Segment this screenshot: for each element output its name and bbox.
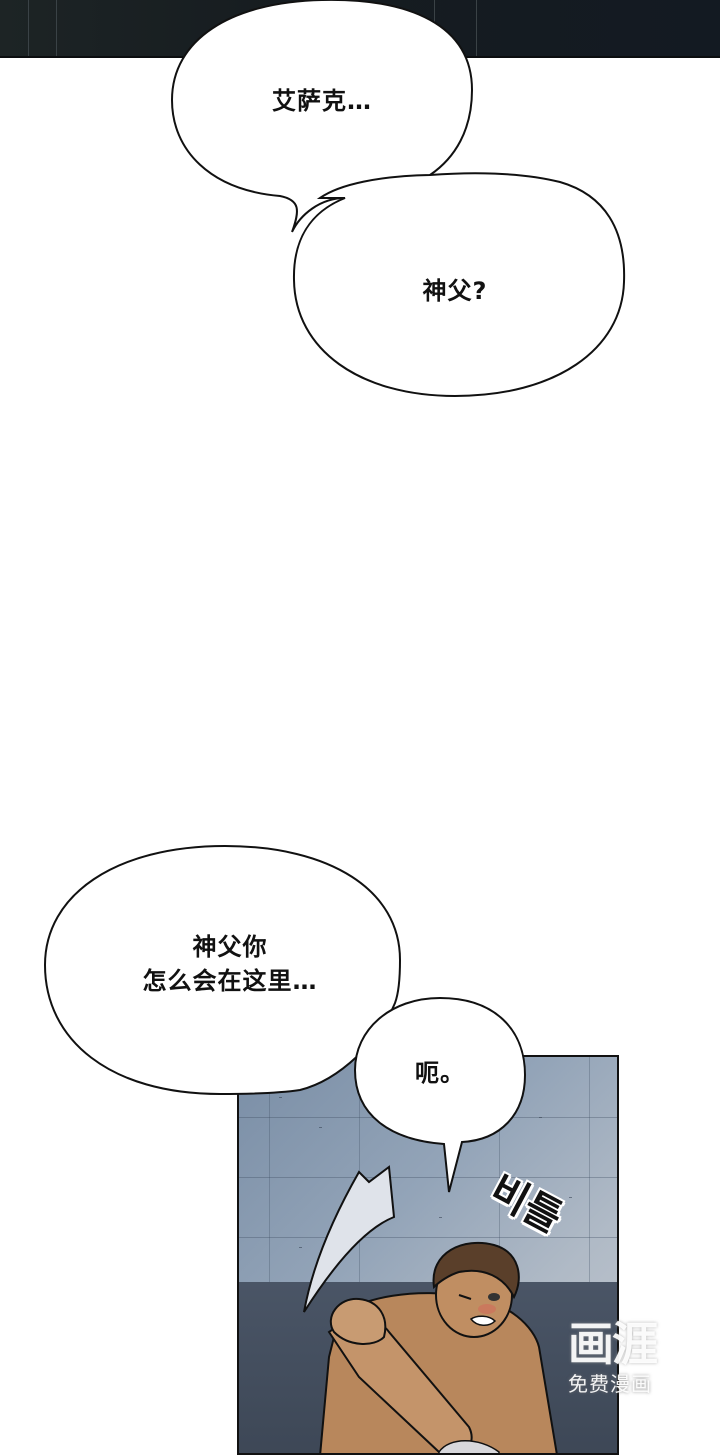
comic-panel-character: 비틀	[237, 1055, 619, 1455]
panel-line	[56, 0, 57, 56]
top-comic-panel	[0, 0, 720, 58]
speech-bubble-2-text: 神父?	[422, 277, 488, 305]
speech-bubble-4-text: 呃。	[415, 1059, 465, 1087]
panel-line	[28, 0, 29, 56]
watermark-subtitle: 免费漫画	[568, 1372, 652, 1396]
sound-effect-text: 비틀	[482, 1166, 570, 1243]
watermark: 画涯 免费漫画	[568, 1318, 688, 1418]
panel-line	[476, 0, 477, 56]
character-illustration	[319, 1241, 558, 1453]
watermark-logo: 画涯	[568, 1317, 658, 1371]
panel-line	[434, 0, 435, 56]
speech-bubble-1-text: 艾萨克…	[272, 87, 372, 115]
speech-bubble-3-text: 神父你 怎么会在这里…	[142, 933, 318, 995]
